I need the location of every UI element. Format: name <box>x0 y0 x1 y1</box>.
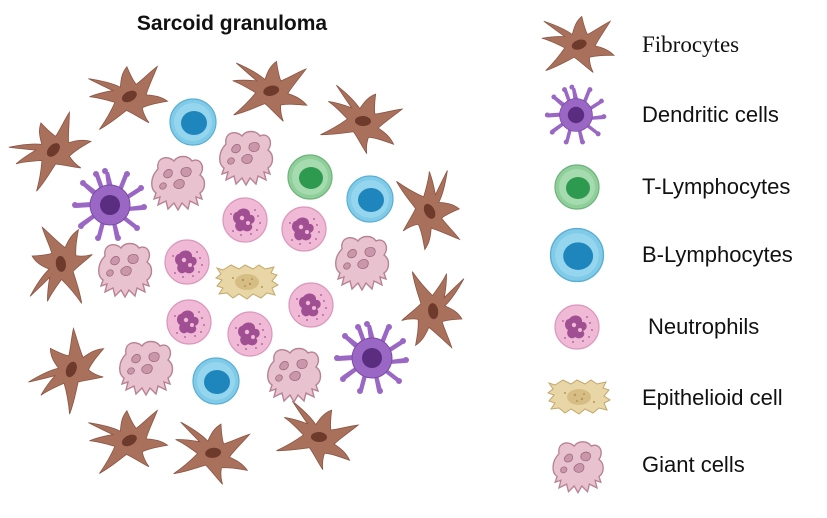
neutrophil-cell <box>164 239 210 285</box>
fibrocyte-cell <box>271 395 365 478</box>
neutrophil-cell <box>281 206 327 252</box>
epithelioid-icon <box>547 379 611 415</box>
b-lymphocyte-cell <box>346 175 394 223</box>
legend-item-fibrocytes: Fibrocytes <box>541 15 739 73</box>
fibrocyte-cell <box>397 266 470 353</box>
fibrocyte-icon <box>541 15 615 73</box>
neutrophil-icon <box>554 304 600 350</box>
epithelioid-cell <box>215 264 279 300</box>
fibrocyte-cell <box>85 60 172 133</box>
fibrocyte-cell <box>22 321 118 419</box>
legend-item-neutrophils: Neutrophils <box>554 304 759 350</box>
legend-label-giant: Giant cells <box>642 452 745 477</box>
legend-label-epithelioid: Epithelioid cell <box>642 385 783 410</box>
mid-ring <box>71 98 410 405</box>
legend-label-b-lymphocytes: B-Lymphocytes <box>642 242 793 267</box>
legend-label-dendritic: Dendritic cells <box>642 102 779 127</box>
legend-label-t-lymphocytes: T-Lymphocytes <box>642 174 790 199</box>
diagram-title: Sarcoid granuloma <box>137 12 328 35</box>
neutrophil-cell <box>288 282 334 328</box>
neutrophil-cell <box>222 197 268 243</box>
legend: Fibrocytes Dendritic cells T-Lymphocytes… <box>541 15 793 494</box>
dendritic-cell <box>333 320 410 395</box>
legend-label-fibrocytes: Fibrocytes <box>642 32 739 57</box>
fibrocyte-cell <box>229 57 311 124</box>
t-lymphocyte-cell <box>287 154 333 200</box>
giant-cell <box>267 347 322 403</box>
b-lymphocyte-icon <box>549 227 605 283</box>
legend-item-giant: Giant cells <box>552 441 745 494</box>
fibrocyte-cell <box>315 79 409 162</box>
fibrocyte-cell <box>85 404 172 477</box>
giant-cell <box>98 242 153 298</box>
giant-cell-icon <box>552 441 604 494</box>
fibrocyte-cell <box>168 416 255 489</box>
legend-item-epithelioid: Epithelioid cell <box>547 379 783 415</box>
inner-core <box>164 197 334 357</box>
fibrocyte-cell <box>24 222 97 309</box>
b-lymphocyte-cell <box>192 357 240 405</box>
dendritic-cell <box>71 167 148 242</box>
giant-cell <box>335 235 390 291</box>
neutrophil-cell <box>227 311 273 357</box>
fibrocyte-cell <box>393 167 466 254</box>
t-lymphocyte-icon <box>554 164 600 210</box>
neutrophil-cell <box>166 299 212 345</box>
legend-label-neutrophils: Neutrophils <box>648 314 759 339</box>
legend-item-b-lymphocytes: B-Lymphocytes <box>549 227 793 283</box>
legend-item-dendritic: Dendritic cells <box>544 84 779 145</box>
giant-cell <box>119 340 174 396</box>
giant-cell <box>151 155 206 211</box>
b-lymphocyte-cell <box>169 98 217 146</box>
giant-cell <box>219 130 274 186</box>
legend-item-t-lymphocytes: T-Lymphocytes <box>554 164 790 210</box>
dendritic-icon <box>544 84 607 145</box>
